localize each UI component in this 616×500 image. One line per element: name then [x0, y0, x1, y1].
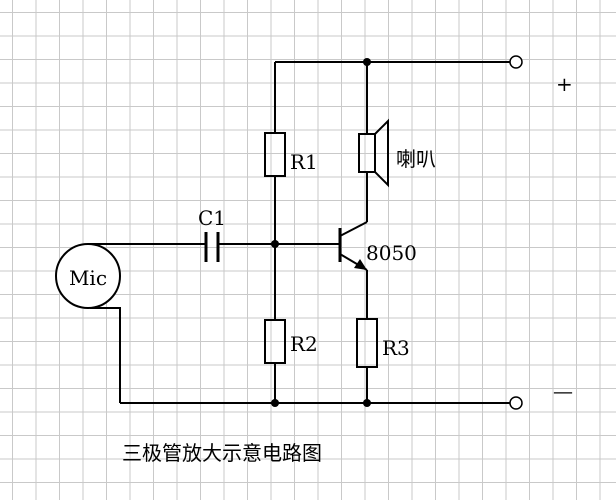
label-c1: C1	[198, 206, 226, 230]
label-plus: +	[556, 72, 573, 96]
resistor-r2	[264, 319, 286, 364]
resistor-r3	[356, 318, 378, 368]
transistor-collector	[339, 221, 368, 237]
speaker-cone	[374, 118, 389, 188]
label-r1: R1	[290, 150, 318, 174]
label-minus: —	[553, 379, 573, 403]
diagram-caption: 三极管放大示意电路图	[122, 441, 322, 465]
resistor-r1	[264, 132, 286, 177]
minus-terminal	[509, 396, 523, 410]
speaker-coil	[358, 133, 376, 173]
label-r3: R3	[382, 336, 410, 360]
label-speaker: 喇叭	[396, 147, 436, 171]
label-mic: Mic	[69, 266, 107, 290]
plus-terminal	[509, 55, 523, 69]
label-r2: R2	[290, 332, 318, 356]
mic-wire-bottom	[90, 307, 121, 403]
label-transistor: 8050	[366, 241, 417, 265]
emitter-arrow	[354, 259, 367, 270]
